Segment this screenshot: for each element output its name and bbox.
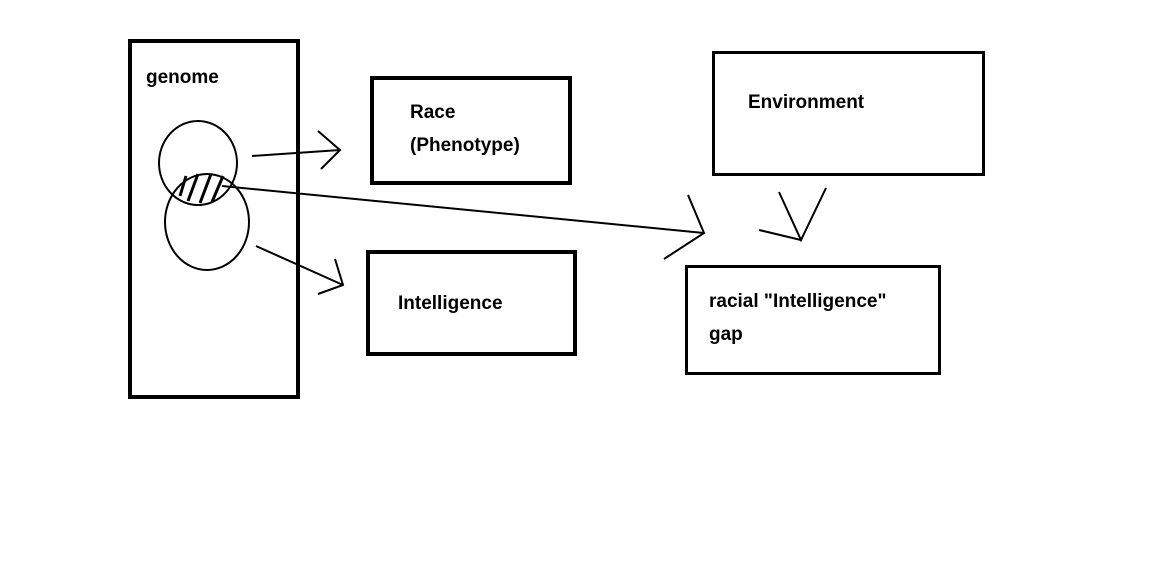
race-phenotype-label: (Phenotype) bbox=[410, 135, 520, 156]
gap-label-line1: racial "Intelligence" bbox=[709, 291, 887, 312]
race-box bbox=[370, 76, 572, 185]
genome-box bbox=[128, 39, 300, 399]
race-label: Race bbox=[410, 102, 456, 123]
intelligence-label: Intelligence bbox=[398, 293, 503, 314]
genome-label: genome bbox=[146, 67, 219, 88]
overlap-hatching bbox=[178, 173, 225, 204]
arrow-to-gap bbox=[221, 185, 706, 260]
gap-label-line2: gap bbox=[709, 324, 743, 345]
environment-label: Environment bbox=[748, 92, 865, 113]
race-genes-circle bbox=[158, 120, 238, 206]
intelligence-genes-circle bbox=[164, 173, 250, 271]
arrow-environment-to-gap bbox=[758, 187, 827, 243]
gap-box bbox=[685, 265, 941, 375]
intelligence-box bbox=[366, 250, 577, 356]
environment-box bbox=[712, 51, 985, 176]
